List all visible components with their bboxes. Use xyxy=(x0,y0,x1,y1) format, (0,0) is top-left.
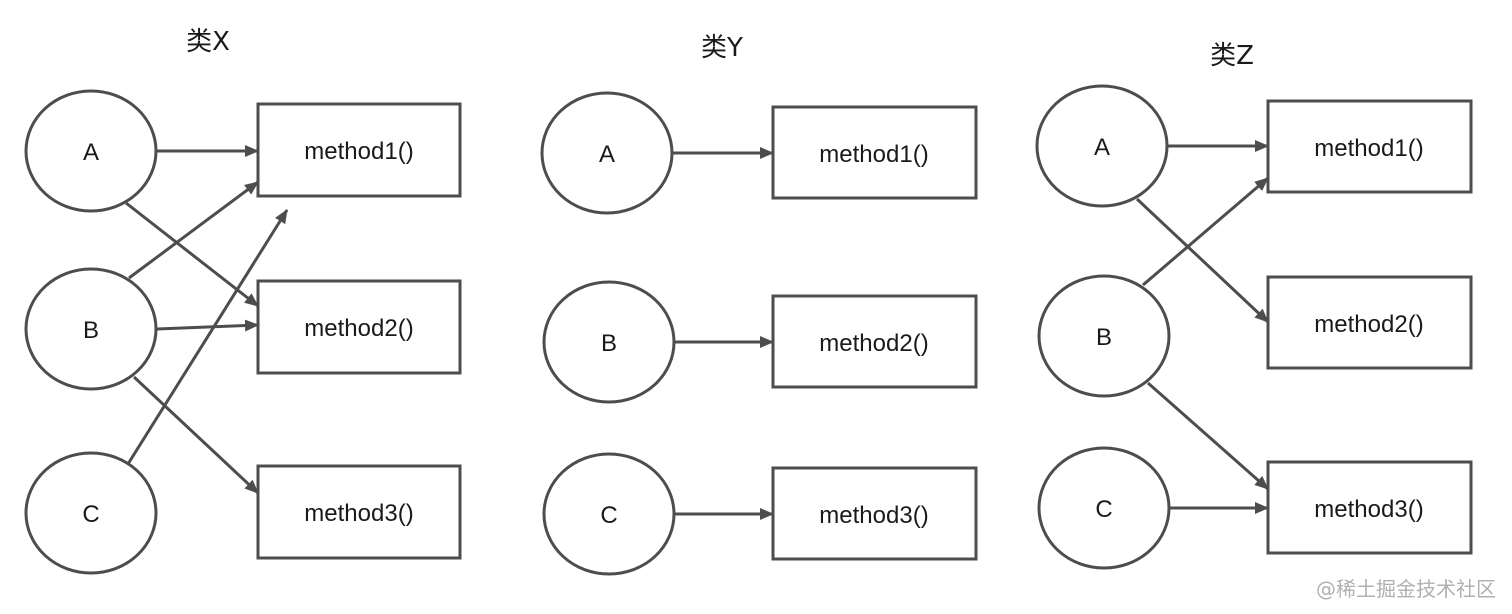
source-label: A xyxy=(1094,134,1110,161)
edge-b-to-method3 xyxy=(1147,381,1269,491)
panel-class-y: 类Y A B C method1() method2() meth xyxy=(540,33,978,576)
method-label: method2() xyxy=(819,330,928,357)
edges xyxy=(1135,140,1270,514)
method-box-method1: method1() xyxy=(771,105,978,200)
source-label: C xyxy=(1095,496,1112,523)
panel-title: 类X xyxy=(186,27,230,57)
source-label: C xyxy=(82,501,99,528)
edge-b-to-method1 xyxy=(128,180,259,280)
panel-title: 类Z xyxy=(1210,41,1254,71)
method-box-method1: method1() xyxy=(256,102,462,198)
method-label: method2() xyxy=(304,315,413,342)
edge-a-to-method2 xyxy=(1135,197,1270,324)
panel-class-x: 类X A B C method1() method2() xyxy=(24,27,462,575)
method-label: method2() xyxy=(1314,311,1423,338)
method-box-method3: method3() xyxy=(256,464,462,560)
source-label: B xyxy=(83,317,99,344)
method-label: method1() xyxy=(819,141,928,168)
source-node-b: B xyxy=(542,280,676,404)
method-box-method2: method2() xyxy=(256,279,462,375)
edge-c-to-method1 xyxy=(126,209,289,465)
edge-b-to-method3 xyxy=(132,375,260,495)
edge-b-to-method2 xyxy=(156,319,259,332)
source-node-c: C xyxy=(1037,446,1171,570)
method-label: method1() xyxy=(1314,135,1423,162)
method-label: method1() xyxy=(304,138,413,165)
source-node-a: A xyxy=(24,89,158,213)
panel-title: 类Y xyxy=(701,33,743,63)
edges xyxy=(673,147,774,520)
source-node-c: C xyxy=(24,451,158,575)
method-box-method2: method2() xyxy=(1266,275,1473,370)
source-node-b: B xyxy=(1037,274,1171,398)
method-box-method2: method2() xyxy=(771,294,978,389)
source-label: A xyxy=(599,141,615,168)
source-label: B xyxy=(601,330,617,357)
source-node-b: B xyxy=(24,267,158,391)
source-label: C xyxy=(600,502,617,529)
source-node-a: A xyxy=(1035,84,1169,208)
method-label: method3() xyxy=(1314,496,1423,523)
method-label: method3() xyxy=(304,500,413,527)
watermark-text: @稀土掘金技术社区 xyxy=(1316,577,1496,601)
edge-b-to-method1 xyxy=(1142,176,1269,287)
source-node-a: A xyxy=(540,91,674,215)
method-box-method3: method3() xyxy=(1266,460,1473,555)
method-box-method3: method3() xyxy=(771,466,978,561)
method-box-method1: method1() xyxy=(1266,99,1473,194)
method-label: method3() xyxy=(819,502,928,529)
source-node-c: C xyxy=(542,452,676,576)
edges xyxy=(125,145,289,495)
panel-class-z: 类Z A B C method1() method2() xyxy=(1035,41,1473,570)
source-label: B xyxy=(1096,324,1112,351)
source-label: A xyxy=(83,139,99,166)
